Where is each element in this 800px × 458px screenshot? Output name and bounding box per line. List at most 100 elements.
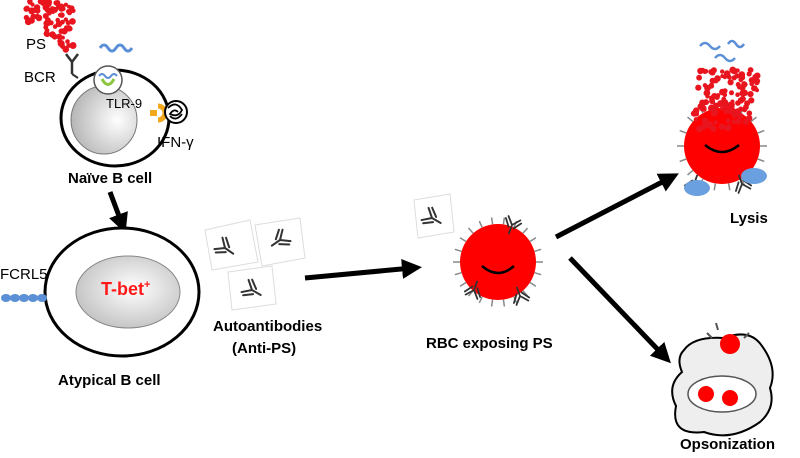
ps-spike (459, 281, 467, 287)
complement-blob (684, 180, 710, 196)
fcrl5-label: FCRL5 (0, 266, 48, 283)
anti-ps-label: (Anti-PS) (232, 340, 297, 357)
rbc-exposing-ps-label: RBC exposing PS (426, 335, 553, 352)
ps-dot (63, 46, 69, 51)
ps-dot (743, 104, 749, 111)
ps-dot (703, 99, 709, 106)
ps-dot (700, 67, 706, 73)
ps-dot (729, 90, 734, 96)
ps-dot (67, 4, 71, 9)
ps-dot (751, 77, 757, 83)
complement-blob (741, 168, 767, 184)
ps-dot (713, 120, 718, 125)
ps-dot (735, 92, 740, 97)
ps-spike (529, 237, 537, 243)
atypical-b-cell-label: Atypical B cell (58, 372, 161, 389)
ps-dot (718, 123, 726, 130)
ifn-gamma-icon (164, 100, 188, 124)
tlr9-label: TLR-9 (106, 96, 143, 111)
ps-dot (709, 77, 716, 84)
ps-dot (746, 115, 753, 122)
ps-dot (64, 25, 69, 31)
ps-dot (693, 111, 700, 117)
ps-spike (534, 248, 542, 253)
arrow-naive-to-atypical (107, 191, 128, 234)
ps-dot (701, 123, 708, 130)
ps-dot (698, 104, 704, 111)
ps-spike (490, 299, 494, 307)
ps-dot (723, 104, 728, 109)
ps-dot (706, 122, 713, 129)
ps-spike (727, 183, 731, 191)
ps-spike (740, 178, 746, 186)
arrow-antibodies-to-rbc (304, 258, 422, 281)
ps-dot (44, 6, 50, 13)
ps-dot (749, 81, 754, 87)
ps-dot (734, 73, 740, 79)
ps-dot (57, 40, 65, 47)
ps-dot (69, 18, 76, 25)
ps-dot (719, 106, 725, 111)
ps-dot (696, 74, 702, 81)
autoantibodies-label: Autoantibodies (213, 318, 323, 335)
tbet-superscript: + (144, 279, 151, 291)
ps-dot (747, 91, 754, 98)
ps-dot (58, 4, 65, 12)
ps-dot (736, 84, 743, 90)
ps-spike (679, 129, 687, 134)
ps-spike (459, 237, 467, 243)
ps-dot (63, 2, 68, 7)
ps-dot (723, 109, 729, 115)
ps-dot (46, 0, 52, 5)
ps-spike (687, 116, 694, 123)
ps-dot (65, 39, 70, 44)
naive-b-cell (59, 43, 171, 168)
ps-dot (695, 84, 702, 91)
ps-dot (710, 111, 717, 117)
ps-dot (729, 66, 737, 74)
ps-dot (58, 12, 63, 18)
ps-spike (478, 220, 483, 228)
lysis-label: Lysis (730, 210, 768, 227)
ps-dot (28, 17, 35, 24)
ps-dot (44, 31, 50, 38)
ps-spike (750, 116, 757, 123)
ps-spike (713, 183, 717, 191)
ps-dot (69, 42, 77, 49)
ps-dot (51, 6, 59, 13)
ps-dot (723, 70, 731, 78)
ps-spike (679, 158, 687, 163)
ps-dots-naive (23, 0, 77, 53)
ps-spike (534, 271, 542, 276)
ps-spike (687, 169, 694, 176)
macrophage (671, 322, 774, 437)
arrow-to-lysis (554, 173, 679, 240)
ps-dot (65, 20, 71, 26)
ps-dot (708, 104, 715, 111)
autoantibodies-group (204, 217, 306, 311)
ps-spike (502, 217, 506, 225)
ps-dot (35, 14, 43, 22)
ps-dot (735, 117, 742, 125)
rbc-exposing-ps (453, 214, 543, 307)
ps-dot (739, 90, 746, 97)
free-antibody (413, 193, 455, 239)
ps-dot (752, 85, 758, 91)
ps-dot (748, 97, 755, 104)
ps-dot (727, 79, 734, 86)
naive-b-cell-label: Naïve B cell (68, 170, 153, 187)
ps-spike (757, 129, 765, 134)
ps-dot (60, 19, 65, 25)
ps-dot (710, 67, 717, 74)
ps-spike (522, 227, 529, 234)
ps-spike (478, 296, 483, 304)
ps-dot (27, 0, 33, 5)
ps-dot (43, 20, 51, 27)
ifn-gamma-label: IFN-γ (157, 134, 194, 151)
ps-spike (467, 227, 474, 234)
ps-dot (28, 8, 34, 15)
ps-dot (51, 33, 58, 40)
bcr-label: BCR (24, 69, 56, 86)
ps-dot (721, 99, 729, 106)
